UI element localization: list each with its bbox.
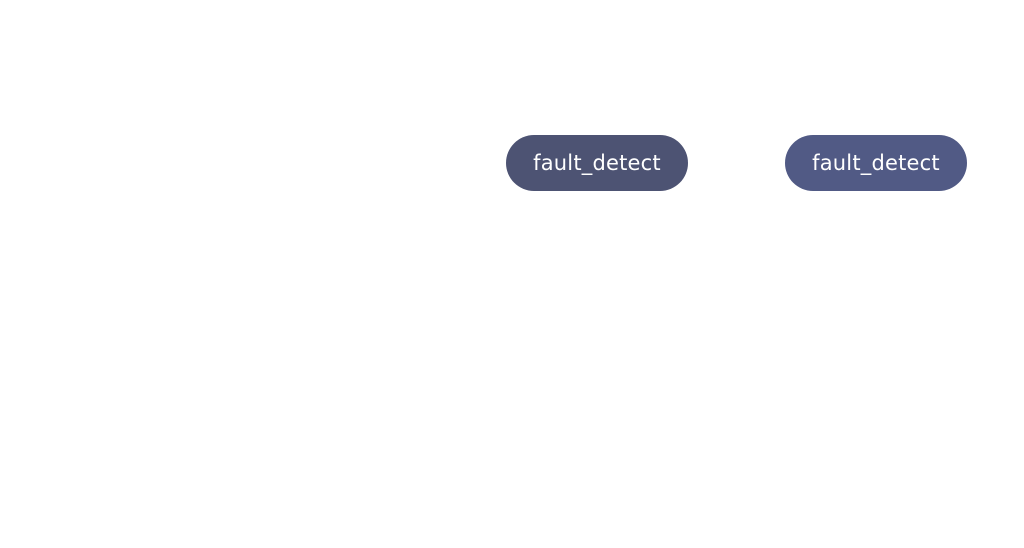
fault-detect-tag-2[interactable]: fault_detect (785, 135, 967, 191)
fault-detect-tag-1[interactable]: fault_detect (506, 135, 688, 191)
